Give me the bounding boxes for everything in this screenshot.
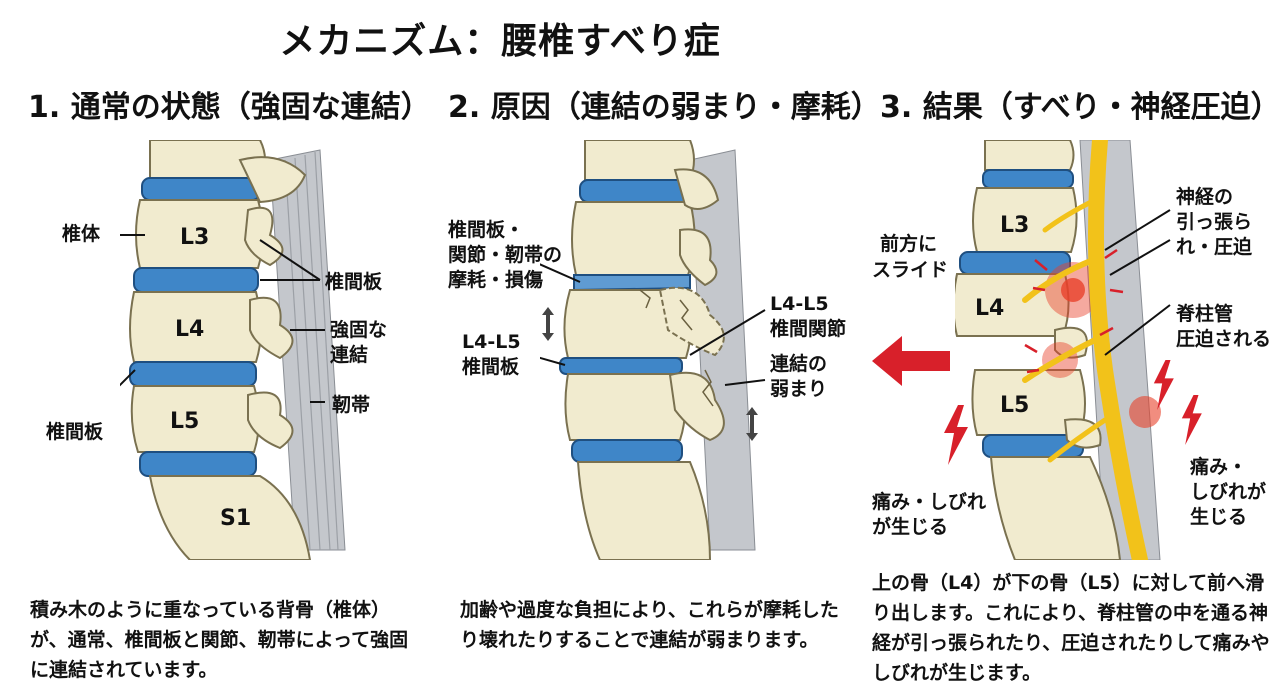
label-weak-2: 弱まり bbox=[770, 378, 828, 400]
page-title: メカニズム：腰椎すべり症 bbox=[279, 21, 721, 62]
vertebra-label-l3: L3 bbox=[180, 225, 209, 250]
label-pain-right-2: しびれが bbox=[1190, 481, 1267, 503]
label-ligament: 靭帯 bbox=[332, 394, 371, 416]
label-canal-2: 圧迫される bbox=[1176, 328, 1272, 350]
nerve bbox=[1047, 417, 1108, 463]
lower-vertebra bbox=[576, 461, 712, 560]
label-pain-left-1: 痛み・しびれ bbox=[872, 491, 987, 513]
inflammation-glow bbox=[1129, 396, 1161, 428]
disc bbox=[129, 361, 257, 387]
disc bbox=[133, 267, 259, 293]
panel2-heading: 2. 原因（連結の弱まり・摩耗） bbox=[448, 90, 881, 125]
vertebra-label-l5: L5 bbox=[170, 409, 199, 434]
disc bbox=[982, 169, 1074, 189]
panel3-spine-illustration: L3 L4 L5 bbox=[955, 140, 1171, 560]
label-joint-2: 椎間関節 bbox=[770, 318, 847, 340]
label-strong-connection-1: 強固な bbox=[330, 319, 388, 341]
nerve bbox=[1042, 197, 1098, 233]
disc bbox=[141, 177, 261, 201]
disc bbox=[559, 357, 683, 375]
worn-disc bbox=[573, 274, 691, 292]
lightning-icon bbox=[944, 405, 968, 465]
lightning-icon bbox=[1153, 360, 1174, 410]
inflammation-glow bbox=[1061, 278, 1085, 302]
double-arrow-icon bbox=[542, 307, 554, 341]
label-disc-right: 椎間板 bbox=[325, 271, 383, 293]
vertebra-label-l4: L4 bbox=[175, 317, 204, 342]
disc bbox=[571, 439, 683, 463]
label-disc-1: L4-L5 bbox=[462, 331, 521, 353]
disc bbox=[579, 179, 696, 203]
vertebra-label-l5: L5 bbox=[1000, 393, 1029, 418]
vertebra-l3 bbox=[972, 187, 1078, 253]
panel1-heading: 1. 通常の状態（強固な連結） bbox=[28, 90, 431, 125]
label-weak-1: 連結の bbox=[770, 353, 828, 375]
panel1-spine-illustration: L3 L4 L5 S1 bbox=[120, 140, 346, 560]
label-wear-1: 椎間板・ bbox=[448, 219, 525, 241]
panel1-caption: 積み木のように重なっている背骨（椎体）が、通常、椎間板と関節、靭帯によって強固に… bbox=[30, 599, 409, 681]
vertebra-label-s1: S1 bbox=[220, 506, 251, 531]
label-vertebral-body: 椎体 bbox=[62, 223, 101, 245]
nerve bbox=[1022, 257, 1096, 303]
label-disc-left: 椎間板 bbox=[46, 421, 104, 443]
label-wear-2: 関節・靭帯の bbox=[448, 244, 563, 266]
panel2-caption: 加齢や過度な負担により、これらが摩耗したり壊れたりすることで連結が弱まります。 bbox=[460, 599, 839, 651]
label-pain-left-2: が生じる bbox=[872, 516, 949, 538]
vertebra bbox=[571, 201, 696, 276]
panel3-caption: 上の骨（L4）が下の骨（L5）に対して前へ滑り出します。これにより、脊柱管の中を… bbox=[872, 572, 1270, 684]
label-nerve-2: 引っ張ら bbox=[1176, 211, 1253, 233]
label-strong-connection-2: 連結 bbox=[330, 344, 369, 366]
label-slide-2: スライド bbox=[872, 259, 949, 281]
label-wear-3: 摩耗・損傷 bbox=[448, 269, 544, 291]
vertebra-label-l3: L3 bbox=[1000, 213, 1029, 238]
left-arrow-icon bbox=[872, 336, 950, 386]
label-nerve-1: 神経の bbox=[1176, 186, 1234, 208]
label-canal-1: 脊柱管 bbox=[1176, 303, 1234, 325]
label-joint-1: L4-L5 bbox=[770, 293, 829, 315]
vertebra-label-l4: L4 bbox=[975, 296, 1004, 321]
label-nerve-3: れ・圧迫 bbox=[1176, 236, 1253, 258]
label-disc-2: 椎間板 bbox=[462, 356, 520, 378]
upper-vertebra bbox=[984, 140, 1075, 171]
disc bbox=[139, 451, 257, 477]
panel3-heading: 3. 結果（すべり・神経圧迫） bbox=[880, 90, 1280, 125]
label-pain-right-3: 生じる bbox=[1190, 506, 1248, 528]
label-pain-right-1: 痛み・ bbox=[1190, 456, 1248, 478]
double-arrow-icon bbox=[746, 407, 758, 441]
lower-vertebra bbox=[989, 456, 1122, 560]
panel2-spine-illustration bbox=[540, 140, 766, 560]
vertebra-l5 bbox=[564, 373, 686, 441]
nerve bbox=[1022, 337, 1098, 383]
lightning-icon bbox=[1181, 395, 1202, 445]
nerve bbox=[1088, 140, 1148, 560]
sacrum-s1 bbox=[148, 475, 312, 560]
label-slide-1: 前方に bbox=[880, 233, 938, 255]
